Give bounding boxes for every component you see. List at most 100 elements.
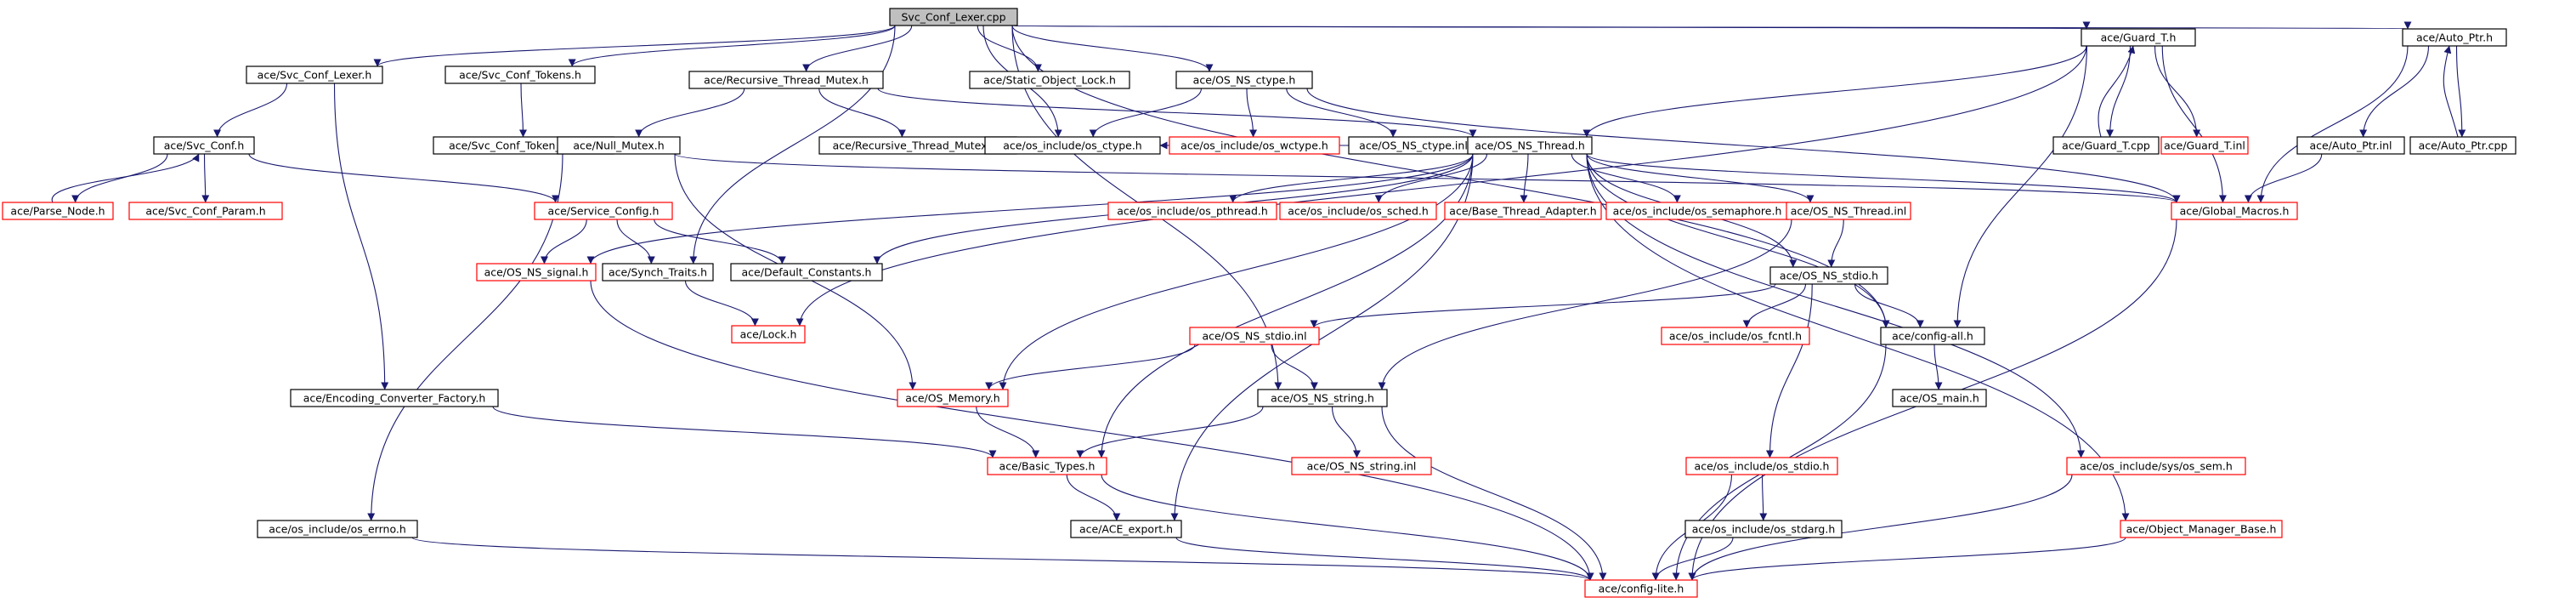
node-null-mutex[interactable]: ace/Null_Mutex.h bbox=[557, 136, 681, 155]
node-os-errno[interactable]: ace/os_include/os_errno.h bbox=[257, 520, 418, 538]
node-stdio-h[interactable]: ace/OS_NS_stdio.h bbox=[1769, 266, 1888, 285]
node-svc-conf-h[interactable]: ace/Svc_Conf.h bbox=[153, 136, 255, 155]
node-root[interactable]: Svc_Conf_Lexer.cpp bbox=[889, 8, 1018, 26]
node-guard-inl[interactable]: ace/Guard_T.inl bbox=[2160, 136, 2249, 155]
node-ctype-h[interactable]: ace/OS_NS_ctype.h bbox=[1175, 71, 1313, 89]
edge-arrow bbox=[2098, 45, 2136, 138]
node-enc-conv[interactable]: ace/Encoding_Converter_Factory.h bbox=[290, 389, 499, 407]
node-os-fcntl[interactable]: ace/os_include/os_fcntl.h bbox=[1661, 327, 1810, 345]
node-static-lock[interactable]: ace/Static_Object_Lock.h bbox=[969, 71, 1130, 89]
edge-arrow bbox=[1310, 283, 1776, 328]
edge-rtm_h-to-thread_h bbox=[877, 88, 1477, 138]
node-basic-types[interactable]: ace/Basic_Types.h bbox=[987, 457, 1107, 475]
edge-thread_h-to-os_pthread bbox=[1229, 153, 1474, 203]
node-label: ace/OS_NS_stdio.h bbox=[1780, 270, 1878, 282]
edge-thread_h-to-basic_types bbox=[1097, 153, 1474, 458]
edge-thread_h-to-ace_export bbox=[1170, 153, 1474, 521]
node-os-sched[interactable]: ace/os_include/os_sched.h bbox=[1279, 202, 1437, 220]
node-thread-inl[interactable]: ace/OS_NS_Thread.inl bbox=[1786, 202, 1911, 220]
node-os-main[interactable]: ace/OS_main.h bbox=[1892, 389, 1987, 407]
edge-arrow bbox=[1331, 406, 1361, 458]
edge-thread_h-to-global_macros bbox=[1586, 153, 2181, 203]
node-ns-signal[interactable]: ace/OS_NS_signal.h bbox=[476, 263, 597, 282]
node-thread-h[interactable]: ace/OS_NS_Thread.h bbox=[1467, 136, 1593, 155]
node-ctype-inl[interactable]: ace/OS_NS_ctype.inl bbox=[1348, 136, 1479, 155]
node-os-semaphore[interactable]: ace/os_include/os_semaphore.h bbox=[1605, 202, 1789, 220]
edge-synch_traits-to-lock_h bbox=[684, 280, 759, 327]
edge-arrow bbox=[1089, 88, 1203, 138]
node-string-h[interactable]: ace/OS_NS_string.h bbox=[1257, 389, 1388, 407]
node-auto-ptr-inl[interactable]: ace/Auto_Ptr.inl bbox=[2296, 136, 2405, 155]
node-parse-node[interactable]: ace/Parse_Node.h bbox=[2, 202, 114, 220]
edge-layer bbox=[51, 20, 2466, 581]
edge-arrow bbox=[2106, 45, 2132, 138]
edge-service_config-to-synch_traits bbox=[616, 219, 655, 265]
node-lexer-h[interactable]: ace/Svc_Conf_Lexer.h bbox=[246, 65, 383, 84]
edge-string_h-to-string_inl bbox=[1331, 406, 1361, 458]
node-os-memory[interactable]: ace/OS_Memory.h bbox=[897, 389, 1009, 407]
node-os-wctype[interactable]: ace/os_include/os_wctype.h bbox=[1169, 136, 1340, 155]
node-string-inl[interactable]: ace/OS_NS_string.inl bbox=[1291, 457, 1432, 475]
edge-arrow bbox=[1011, 25, 1890, 328]
edge-arrow bbox=[977, 25, 1042, 72]
edge-arrow bbox=[616, 219, 655, 265]
node-rtm-inl[interactable]: ace/Recursive_Thread_Mutex.inl bbox=[818, 136, 1017, 155]
node-lock-h[interactable]: ace/Lock.h bbox=[731, 325, 806, 344]
node-label: ace/os_include/os_ctype.h bbox=[1003, 139, 1141, 152]
node-os-pthread[interactable]: ace/os_include/os_pthread.h bbox=[1107, 202, 1277, 220]
node-guard-cpp[interactable]: ace/Guard_T.cpp bbox=[2052, 136, 2160, 155]
node-box bbox=[2, 202, 114, 220]
edge-arrow bbox=[684, 280, 759, 327]
node-ace-export[interactable]: ace/ACE_export.h bbox=[1070, 520, 1182, 538]
node-box bbox=[2402, 28, 2507, 47]
node-box bbox=[1584, 579, 1698, 598]
node-box bbox=[2066, 457, 2246, 475]
edge-guard_h-to-thread_h bbox=[1582, 45, 2087, 138]
node-label: ace/os_include/os_pthread.h bbox=[1117, 205, 1268, 218]
node-os-ctype[interactable]: ace/os_include/os_ctype.h bbox=[984, 136, 1161, 155]
node-box bbox=[969, 71, 1130, 89]
node-guard-h[interactable]: ace/Guard_T.h bbox=[2081, 28, 2196, 47]
node-config-all[interactable]: ace/config-all.h bbox=[1880, 327, 1985, 345]
node-label: ace/Null_Mutex.h bbox=[573, 139, 664, 152]
node-auto-ptr-h[interactable]: ace/Auto_Ptr.h bbox=[2402, 28, 2507, 47]
node-os-stdarg[interactable]: ace/os_include/os_stdarg.h bbox=[1684, 520, 1843, 538]
node-rtm-h[interactable]: ace/Recursive_Thread_Mutex.h bbox=[688, 71, 884, 89]
node-global-macros[interactable]: ace/Global_Macros.h bbox=[2171, 202, 2298, 220]
node-label: ace/OS_NS_ctype.h bbox=[1193, 74, 1296, 87]
edge-arrow bbox=[333, 82, 389, 390]
edge-arrow bbox=[1097, 153, 1474, 458]
edge-os_stdio-to-os_stdarg bbox=[1759, 474, 1768, 521]
edge-auto_ptr_cpp-to-auto_ptr_h bbox=[2443, 45, 2459, 138]
edge-guard_h-to-guard_inl bbox=[2154, 45, 2201, 138]
node-label: ace/Global_Macros.h bbox=[2180, 205, 2290, 218]
edge-thread_h-to-base_thread bbox=[1520, 153, 1529, 203]
node-label: ace/Static_Object_Lock.h bbox=[983, 74, 1116, 87]
node-obj-mgr-base[interactable]: ace/Object_Manager_Base.h bbox=[2120, 520, 2283, 538]
edge-arrow bbox=[1854, 283, 1924, 328]
edge-arrow bbox=[1759, 474, 1768, 521]
node-label: ace/Lock.h bbox=[740, 328, 797, 341]
node-base-thread[interactable]: ace/Base_Thread_Adapter.h bbox=[1444, 202, 1602, 220]
node-os-sem[interactable]: ace/os_include/sys/os_sem.h bbox=[2066, 457, 2246, 475]
node-config-lite[interactable]: ace/config-lite.h bbox=[1584, 579, 1698, 598]
node-svc-conf-param[interactable]: ace/Svc_Conf_Param.h bbox=[128, 202, 283, 220]
edge-arrow bbox=[1101, 474, 1594, 581]
node-os-stdio[interactable]: ace/os_include/os_stdio.h bbox=[1685, 457, 1838, 475]
node-synch-traits[interactable]: ace/Synch_Traits.h bbox=[602, 263, 714, 282]
node-label: ace/Guard_T.inl bbox=[2164, 139, 2245, 152]
node-auto-ptr-cpp[interactable]: ace/Auto_Ptr.cpp bbox=[2409, 136, 2517, 155]
node-service-config[interactable]: ace/Service_Config.h bbox=[534, 202, 673, 220]
node-label: ace/Encoding_Converter_Factory.h bbox=[303, 392, 486, 405]
node-stdio-inl[interactable]: ace/OS_NS_stdio.inl bbox=[1189, 327, 1320, 345]
node-default-const[interactable]: ace/Default_Constants.h bbox=[730, 263, 883, 282]
edge-arrow bbox=[976, 406, 1040, 458]
node-box bbox=[1257, 389, 1388, 407]
node-box bbox=[1107, 202, 1277, 220]
edge-rtm_h-to-rtm_inl bbox=[818, 88, 906, 138]
edge-svc_conf_h-to-parse_node bbox=[71, 153, 168, 203]
node-box bbox=[444, 65, 596, 84]
node-tokens-h[interactable]: ace/Svc_Conf_Tokens.h bbox=[444, 65, 596, 84]
edge-root-to-tokens_h bbox=[568, 25, 896, 67]
edge-basic_types-to-config_lite bbox=[1101, 474, 1594, 581]
